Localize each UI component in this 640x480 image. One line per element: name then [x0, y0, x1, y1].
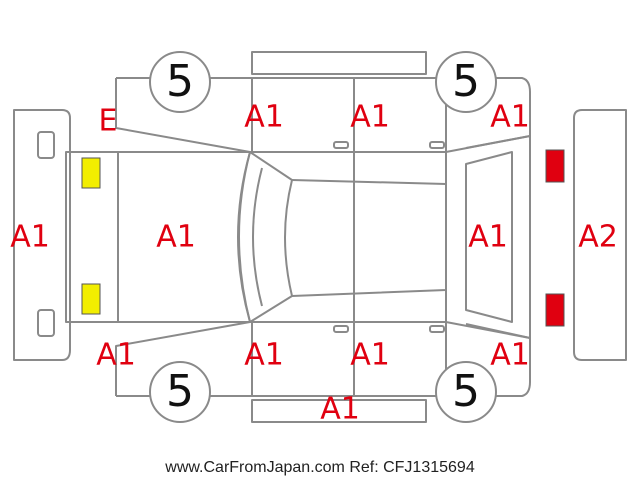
front-upper-lamp [81, 157, 101, 189]
label-rear-right-door: A1 [350, 338, 390, 373]
tire-grade: 5 [452, 366, 480, 417]
rear-bumper [573, 109, 627, 361]
front-lower-lamp [81, 283, 101, 315]
label-trunk: A1 [468, 220, 508, 255]
right-rocker-panel [251, 399, 427, 423]
left-roof-rail [251, 51, 427, 75]
tire-grade: 5 [452, 56, 480, 107]
watermark: www.CarFromJapan.com Ref: CFJ1315694 [164, 459, 475, 476]
trunk [445, 135, 531, 339]
label-rear-left-door: A1 [350, 100, 390, 135]
rear-upper-lamp [545, 149, 565, 183]
tire-front-left: 5 [149, 51, 211, 113]
tire-grade: 5 [166, 366, 194, 417]
tire-grade: 5 [166, 56, 194, 107]
rear-lower-lamp [545, 293, 565, 327]
label-front-bumper: A1 [10, 220, 50, 255]
tire-front-right: 5 [149, 361, 211, 423]
label-right-rocker-panel: A1 [320, 392, 360, 427]
left-side-panels [115, 77, 531, 184]
label-front-left-door: A1 [244, 100, 284, 135]
cabin [237, 151, 447, 323]
label-rear-right-quarter: A1 [490, 338, 530, 373]
label-rear-bumper: A2 [578, 220, 618, 255]
label-rear-left-quarter: A1 [490, 100, 530, 135]
front-bumper [13, 109, 71, 361]
label-hood: A1 [156, 220, 196, 255]
tire-rear-left: 5 [435, 51, 497, 113]
label-front-left-fender: E [99, 104, 118, 139]
label-front-right-door: A1 [244, 338, 284, 373]
label-front-right-fender: A1 [96, 338, 136, 373]
tire-rear-right: 5 [435, 361, 497, 423]
